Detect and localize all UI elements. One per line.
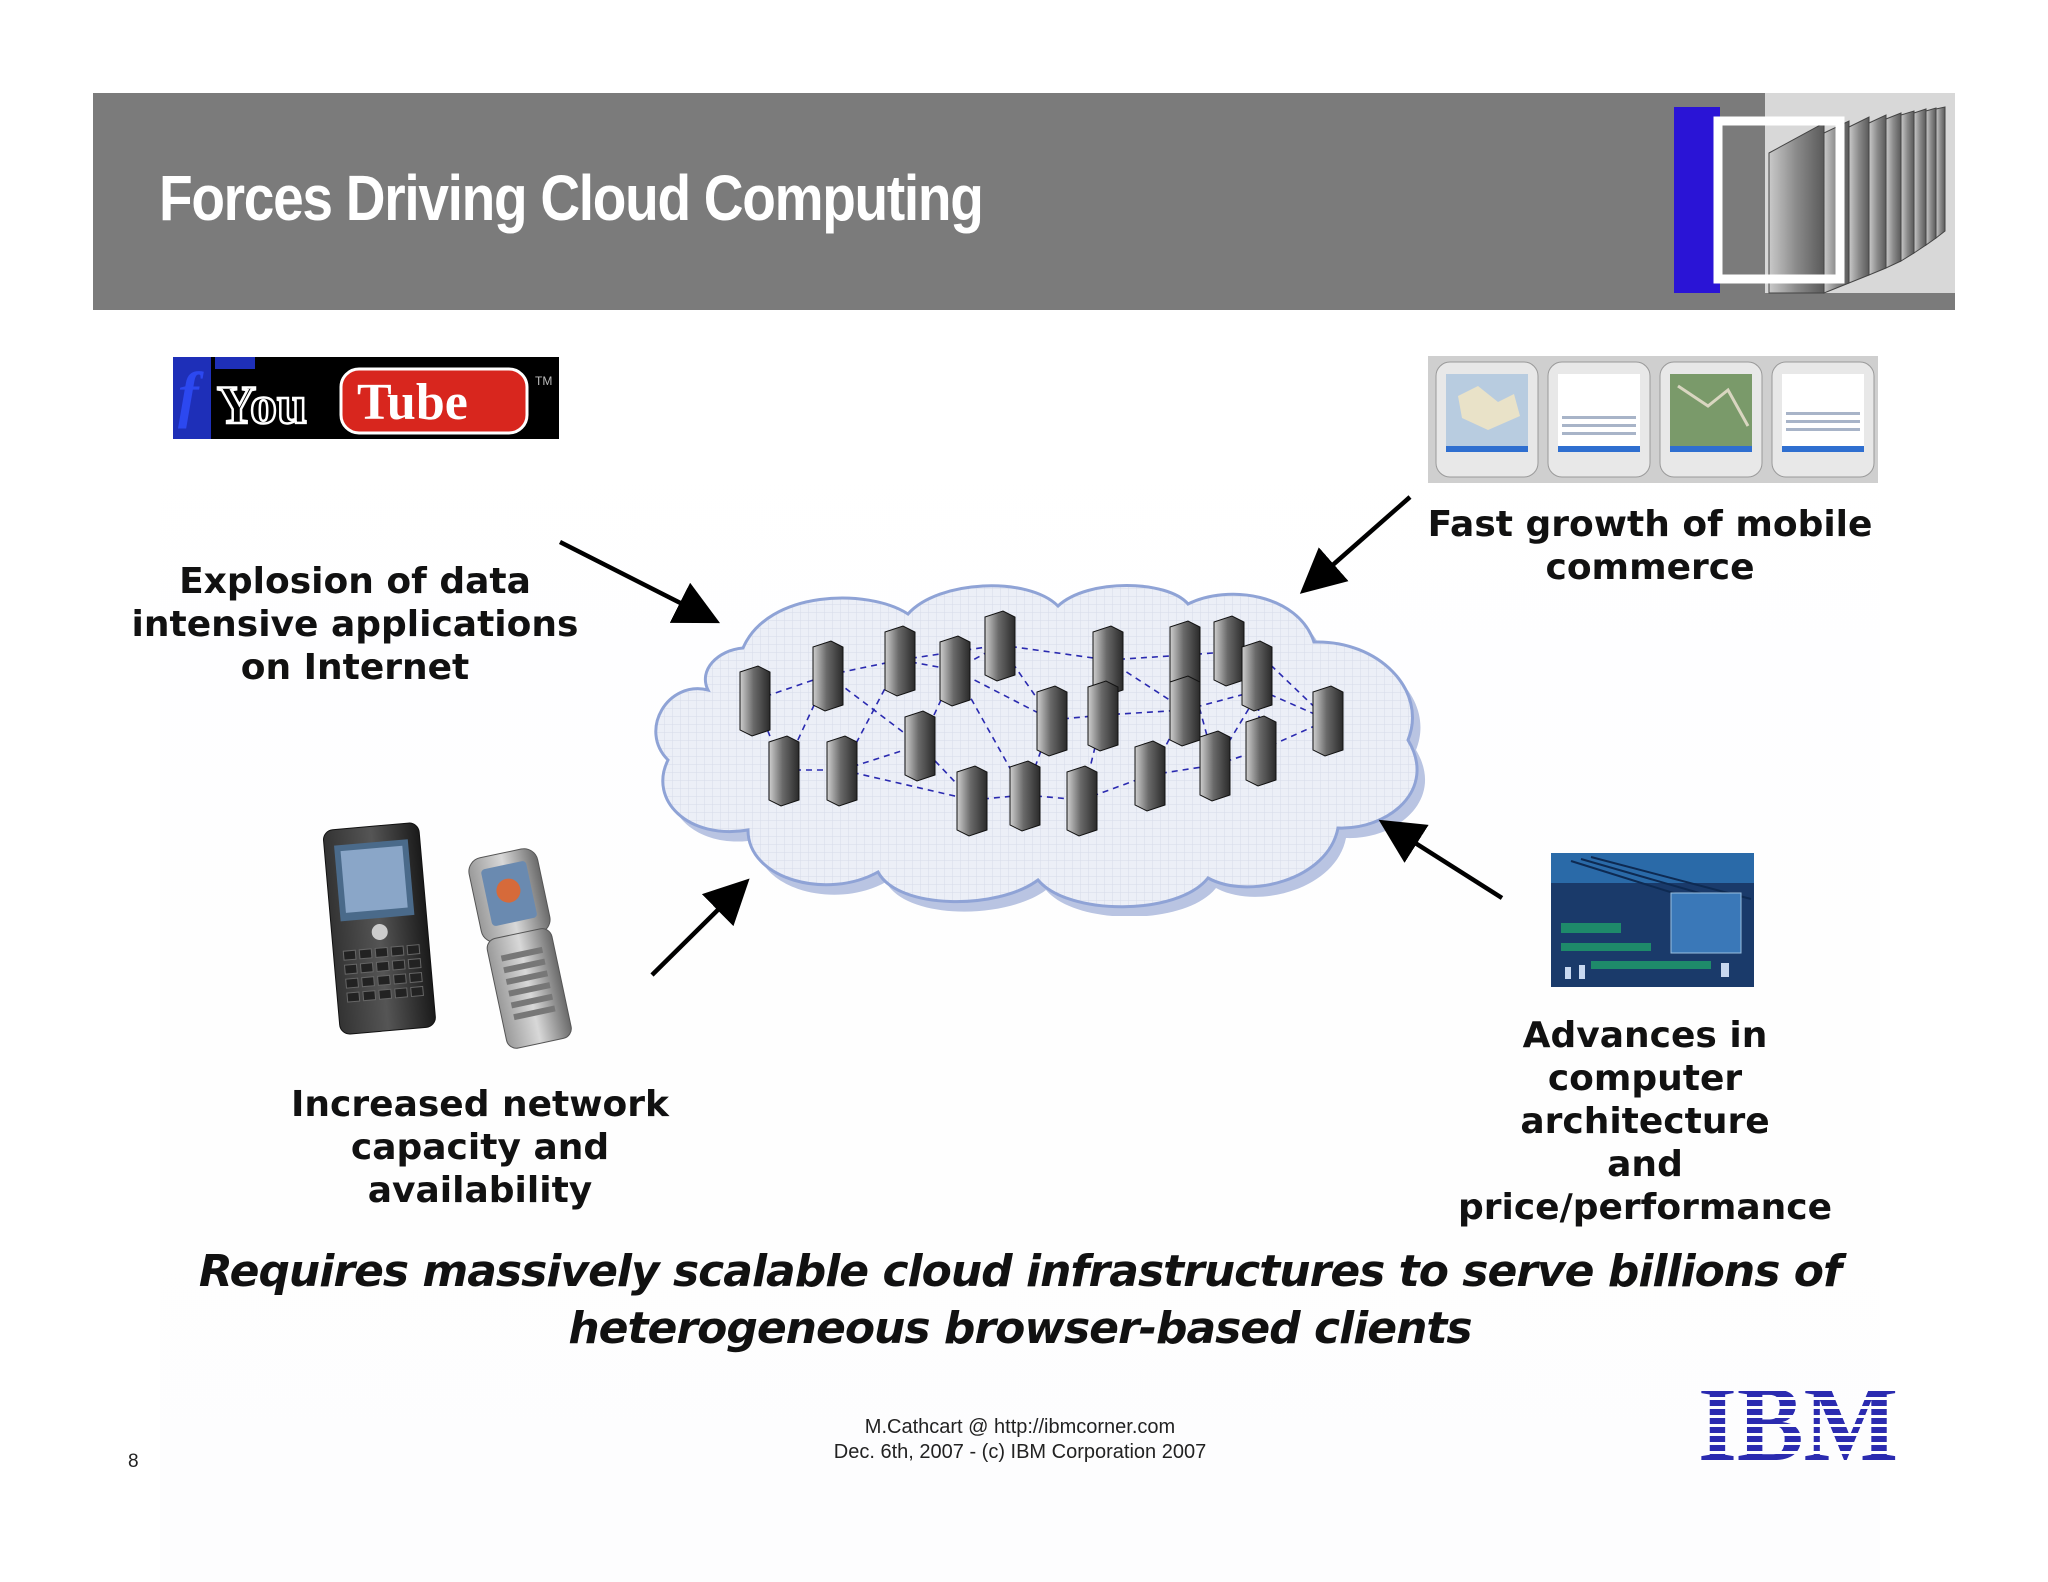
youtube-logo: f You Tube TM (173, 357, 559, 439)
footer-copyright: Dec. 6th, 2007 - (c) IBM Corporation 200… (833, 1441, 1207, 1463)
caption-mobile-commerce: Fast growth of mobile commerce (1427, 504, 1873, 588)
datacenter-photo (1674, 93, 1955, 310)
header-band: Forces Driving Cloud Computing (93, 93, 1955, 310)
caption-network-capacity: Increased network capacity and availabil… (291, 1084, 669, 1211)
handsets-image (323, 822, 572, 1049)
footer: M.Cathcart @ http://ibmcorner.com Dec. 6… (780, 1415, 1260, 1465)
server-cloud-diagram (654, 584, 1426, 916)
page-number: 8 (128, 1451, 139, 1472)
mobile-screens-image (1428, 356, 1878, 483)
circuit-board-image (1551, 853, 1754, 987)
svg-text:IBM: IBM (1698, 1382, 1898, 1464)
caption-data-intensive-apps: Explosion of data intensive applications… (131, 561, 579, 688)
caption-computer-architecture: Advances in computer architecture and pr… (1457, 1015, 1833, 1228)
slide-title: Forces Driving Cloud Computing (159, 162, 984, 234)
svg-text:You: You (217, 375, 307, 435)
svg-text:Tube: Tube (357, 374, 468, 431)
footer-author: M.Cathcart @ http://ibmcorner.com (864, 1416, 1176, 1438)
ibm-logo: IBM (1698, 1382, 1898, 1464)
svg-text:TM: TM (535, 374, 552, 388)
conclusion-statement: Requires massively scalable cloud infras… (198, 1246, 1842, 1354)
